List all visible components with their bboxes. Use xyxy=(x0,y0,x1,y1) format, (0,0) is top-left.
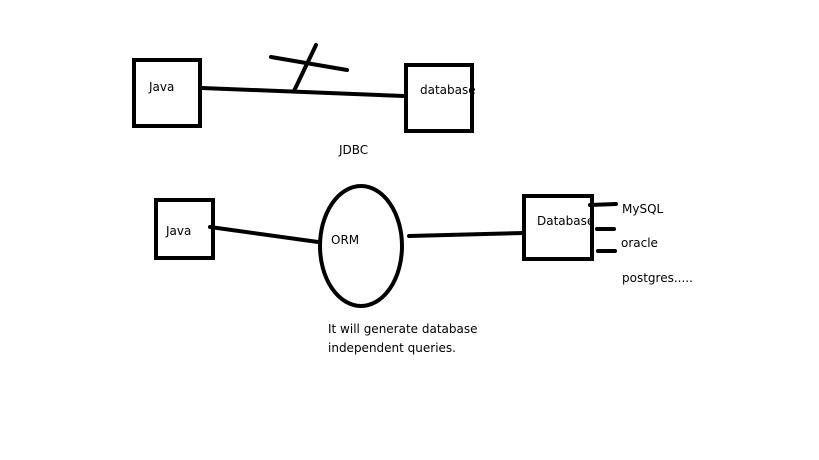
cross-mark-stroke-diagonal xyxy=(292,43,318,93)
orm-note-line-1: It will generate database xyxy=(328,322,478,336)
top-database-box xyxy=(404,63,474,133)
orm-label: ORM xyxy=(331,233,359,247)
bottom-database-label: Database xyxy=(537,214,594,228)
orm-note-line-2: independent queries. xyxy=(328,341,456,355)
bottom-java-label: Java xyxy=(165,224,191,238)
cross-mark-stroke-horizontal xyxy=(269,55,349,72)
java-to-orm-line xyxy=(208,225,320,244)
top-connection-line xyxy=(200,86,406,98)
db-type-oracle: oracle xyxy=(621,236,658,250)
top-database-label: database xyxy=(420,83,476,97)
connector-mysql xyxy=(588,202,618,207)
orm-to-database-line xyxy=(407,231,525,238)
orm-ellipse xyxy=(318,184,404,308)
top-java-label: Java xyxy=(148,80,174,94)
db-type-mysql: MySQL xyxy=(622,202,664,216)
top-java-box xyxy=(132,58,202,128)
jdbc-label: JDBC xyxy=(338,143,368,157)
bottom-database-box xyxy=(522,194,594,261)
db-type-postgres: postgres..... xyxy=(622,271,693,285)
